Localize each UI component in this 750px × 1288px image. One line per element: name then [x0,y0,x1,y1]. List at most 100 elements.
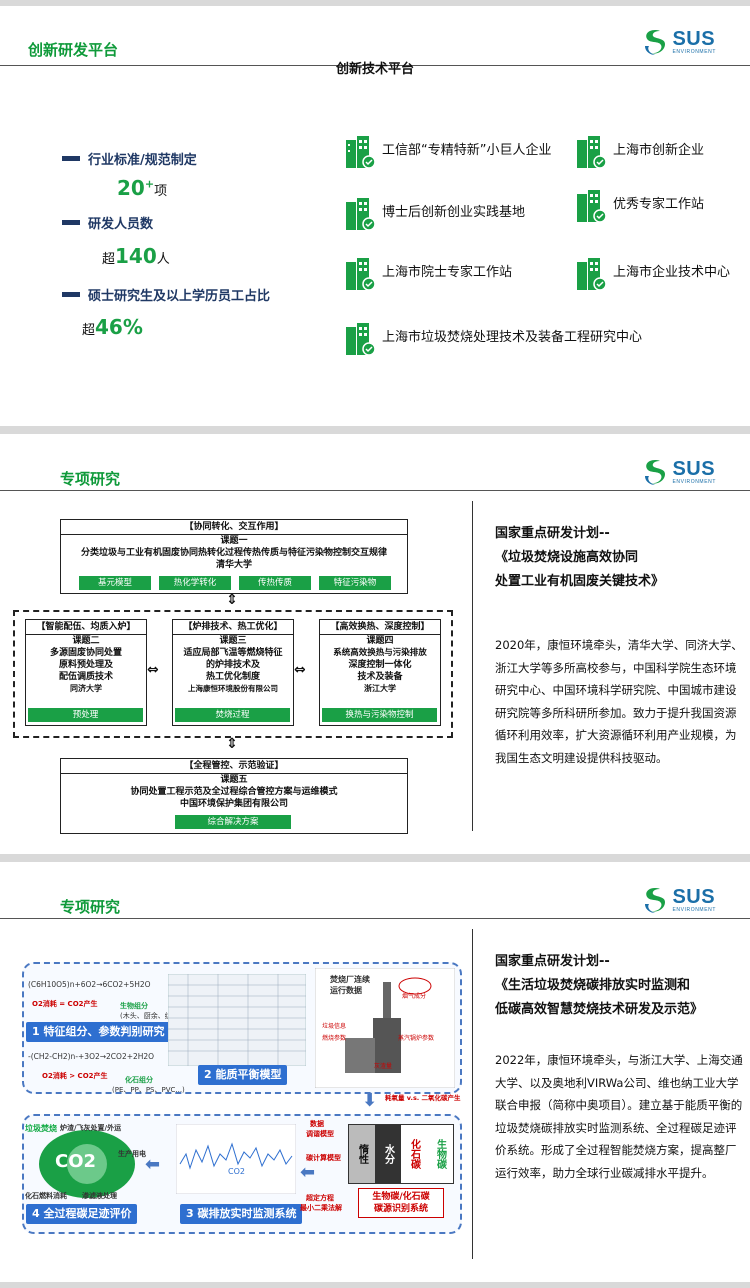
cycle-word: 炉渣/飞灰处置/外运 [60,1124,122,1132]
cycle-word: 渗滤液处理 [82,1192,117,1200]
building-icon [346,258,376,291]
topic-tag: 换热与污染物控制 [322,708,437,722]
topic-five-box: 【全程管控、示范验证】 课题五 协同处置工程示范及全过程综合管控方案与运维模式 … [60,758,408,834]
cycle-word: 化石燃料消耗 [25,1192,67,1200]
topic-title: 分类垃圾与工业有机固废协同热转化过程传热传质与特征污染物控制交互规律 [80,548,387,558]
divider [173,634,293,635]
oxygen-note: O2消耗 > CO2产生 [42,1072,108,1080]
slide-title: 创新研发平台 [28,41,119,59]
topic-line: 深度控制一体化 [348,660,412,670]
slide-special-research-1: 专项研究 SUS ENVIRONMENT 【协同转化、交互作用】 课题一 分类垃… [0,434,750,854]
project-title: 国家重点研发计划-- 《生活垃圾焚烧碳排放实时监测和 低碳高效智慧焚烧技术研发及… [495,954,704,1017]
plant-item: 蒸汽锅炉参数 [398,1035,435,1042]
project-title: 国家重点研发计划-- 《垃圾焚烧设施高效协同 处置工业有机固废关键技术》 [495,526,665,589]
bullet-dash [62,292,80,297]
step-two-label: 2 能质平衡模型 [198,1065,288,1085]
carbon-footprint-graphic [39,1130,135,1198]
topic-tag: 基元模型 [79,576,151,590]
topic-tag: 预处理 [28,708,143,722]
plant-item: 垃圾信息 [322,1023,347,1030]
topic-institution: 清华大学 [215,560,252,570]
model-label: 调谐模型 [306,1130,334,1138]
topic-line: 热工优化制度 [205,672,260,682]
incinerator-plant-graphic [315,968,455,1088]
topic-number: 课题五 [220,775,248,785]
title-underline [0,490,750,491]
stat-value-researchers: 超140人 [102,244,170,268]
building-icon [577,136,607,169]
topic-tag: 特征污染物 [319,576,391,590]
left-arrow: ⬅ [300,1162,316,1183]
formula-cellulose: (C6H10O5)n+6O2→6CO2+5H2O [28,980,151,989]
co2-chart-label: CO2 [228,1167,245,1176]
project-description: 2020年，康恒环境牵头，清华大学、同济大学、浙江大学等多所高校参与，中国科学院… [495,638,743,765]
stack-bio-carbon: 生物碳 [427,1125,453,1183]
sus-logo-icon [645,888,666,913]
cycle-word: 生产用电 [118,1150,146,1158]
dashed-group [13,610,453,738]
logo-text: SUS [672,28,716,50]
topic-number: 课题一 [220,536,248,546]
topic-category: 【高效换热、深度控制】 [330,622,430,632]
topic-institution: 浙江大学 [364,684,396,693]
vertical-double-arrow: ⇕ [226,736,238,752]
vertical-divider [472,929,473,1259]
step-one-label: 1 特征组分、参数判别研究 [26,1022,171,1042]
topic-category: 【全程管控、示范验证】 [184,761,284,771]
topic-tag: 传热传质 [239,576,311,590]
bio-component-examples: (木头、厨余、纺织品...) [120,1012,196,1020]
topic-institution: 上海康恒环境股份有限公司 [188,684,278,693]
vertical-double-arrow: ⇕ [226,592,238,608]
slide-innovation-platform: 创新研发平台 SUS ENVIRONMENT 创新技术平台 行业标准/规范制定 … [0,6,750,426]
topic-line: 适应局部飞温等燃烧特征 [183,648,283,658]
model-label: 数据 [310,1120,324,1128]
plant-item: 燃烧参数 [322,1035,347,1042]
honor-item: 上海市院士专家工作站 [344,256,512,292]
model-label: 碳计算模型 [306,1154,341,1162]
vertical-divider [472,501,473,831]
horizontal-double-arrow: ⇔ [294,662,306,678]
plant-item: 灰渣量 [374,1063,393,1070]
model-label: 最小二乘法解 [300,1204,342,1212]
stat-label-researchers: 研发人员数 [62,213,153,232]
topic-line: 多源固废协同处置 [49,648,122,658]
topic-number: 课题三 [219,636,247,646]
honor-item: 优秀专家工作站 [575,188,704,224]
topic-number: 课题二 [72,636,100,646]
slide-title: 专项研究 [60,470,121,488]
bullet-dash [62,156,80,161]
honor-item: 工信部“专精特新”小巨人企业 [344,134,579,170]
slide-title: 专项研究 [60,898,121,916]
topic-category: 【协同转化、交互作用】 [184,522,284,532]
model-label: 超定方程 [306,1194,334,1202]
fossil-component-examples: (PE、PP、PS、PVC...) [112,1086,185,1094]
stack-inert: 惰性 [349,1125,375,1183]
topic-number: 课题四 [366,636,394,646]
topic-tag: 综合解决方案 [175,815,291,829]
left-arrow: ⬅ [145,1154,161,1175]
bio-component-label: 生物组分 [120,1002,148,1010]
step-four-label: 4 全过程碳足迹评价 [26,1204,138,1224]
topic-two-box: 【智能配伍、均质入炉】 课题二 多源固废协同处置 原料预处理及 配伍调质技术 同… [25,619,147,726]
co2-footprint-text: CO2 [55,1151,97,1172]
building-icon [577,258,607,291]
compare-note: 耗氧量 v.s. 二氧化碳产生 [385,1094,461,1102]
building-icon [346,323,376,356]
topic-four-box: 【高效换热、深度控制】 课题四 系统高效换热与污染排放 深度控制一体化 技术及装… [319,619,441,726]
topic-tag: 热化学转化 [159,576,231,590]
horizontal-double-arrow: ⇔ [147,662,159,678]
topic-line: 原料预处理及 [58,660,113,670]
section-heading: 创新技术平台 [335,62,414,77]
step-three-label: 3 碳排放实时监测系统 [180,1204,303,1224]
topic-line: 的炉排技术及 [205,660,260,670]
divider [320,634,440,635]
carbon-stack-bar: 惰性 水分 化石碳 生物碳 [348,1124,454,1184]
sus-logo: SUS ENVIRONMENT [641,28,716,56]
logo-text: SUS [672,458,716,480]
topic-institution: 同济大学 [70,684,102,693]
topic-three-box: 【炉排技术、热工优化】 课题三 适应局部飞温等燃烧特征 的炉排技术及 热工优化制… [172,619,294,726]
honor-item: 上海市垃圾焚烧处理技术及装备工程研究中心 [344,321,642,357]
honor-item: 上海市企业技术中心 [575,256,730,292]
topic-category: 【智能配伍、均质入炉】 [36,622,136,632]
stack-fossil-carbon: 化石碳 [401,1125,427,1183]
